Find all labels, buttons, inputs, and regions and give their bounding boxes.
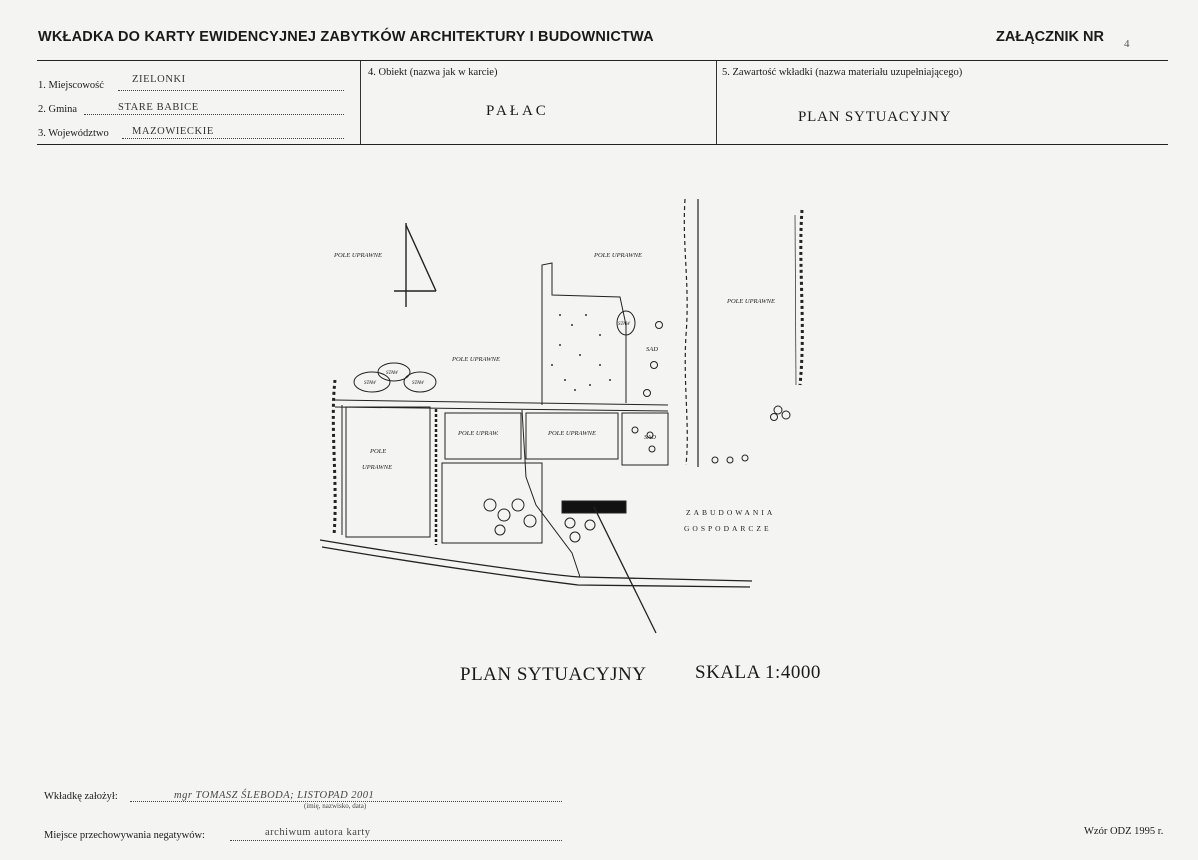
tree-row-east — [683, 198, 804, 467]
label-buildings-2: GOSPODARCZE — [684, 524, 772, 533]
voivodeship-value: MAZOWIECKIE — [132, 126, 214, 137]
form-title: WKŁADKA DO KARTY EWIDENCYJNEJ ZABYTKÓW A… — [38, 29, 654, 45]
label-orchard-2: SAD — [644, 434, 656, 441]
label-field-7: POLE UPRAWNE — [547, 430, 596, 437]
content-label: 5. Zawartość wkładki (nazwa materiału uz… — [722, 67, 963, 78]
label-field-2: POLE UPRAWNE — [593, 252, 642, 259]
commune-value: STARE BABICE — [118, 102, 199, 113]
annex-number: 4 — [1124, 38, 1130, 50]
author-hint: (imię, nazwisko, data) — [304, 802, 367, 810]
top-rule — [37, 60, 1168, 61]
label-field-5b: UPRAWNE — [362, 464, 392, 471]
object-value: PAŁAC — [486, 103, 549, 119]
annex-label: ZAŁĄCZNIK NR — [996, 29, 1104, 45]
form-code: Wzór ODZ 1995 r. — [1084, 826, 1164, 837]
column-divider-2 — [716, 61, 717, 144]
author-value: mgr TOMASZ ŚLEBODA; LISTOPAD 2001 — [174, 790, 375, 801]
commune-label: 2. Gmina — [38, 104, 78, 115]
label-field-3: POLE UPRAWNE — [726, 298, 775, 305]
voivodeship-label: 3. Województwo — [38, 128, 109, 139]
label-pond-3: STAW — [412, 381, 425, 386]
label-pond-4: STAW — [618, 322, 631, 327]
label-field-4: POLE UPRAWNE — [451, 356, 500, 363]
label-buildings-1: ZABUDOWANIA — [686, 508, 775, 517]
label-pond-1: STAW — [364, 381, 377, 386]
locality-label: 1. Miejscowość — [38, 80, 104, 91]
ponds — [353, 310, 636, 393]
label-field-5a: POLE — [369, 448, 386, 455]
locality-value: ZIELONKI — [132, 74, 186, 85]
author-label: Wkładkę założył: — [44, 791, 118, 802]
label-field-1: POLE UPRAWNE — [333, 252, 382, 259]
north-arrow-icon — [394, 223, 437, 307]
label-field-6: POLE UPRAW. — [457, 430, 499, 437]
plan-caption-title: PLAN SYTUACYJNY — [460, 664, 647, 685]
orchard-north-dots — [551, 314, 611, 391]
label-orchard-1: SAD — [646, 346, 658, 353]
site-plan-drawing: POLE UPRAWNE POLE UPRAWNE POLE UPRAWNE P… — [319, 198, 804, 634]
label-pond-2: STAW — [386, 371, 399, 376]
scattered-trees — [631, 321, 791, 464]
park-trees — [483, 498, 596, 543]
object-label: 4. Obiekt (nazwa jak w karcie) — [368, 67, 498, 78]
bottom-rule — [37, 144, 1168, 145]
column-divider-1 — [360, 61, 361, 144]
content-value: PLAN SYTUACYJNY — [798, 109, 952, 125]
storage-label: Miejsce przechowywania negatywów: — [44, 830, 205, 841]
plan-caption-scale: SKALA 1:4000 — [695, 662, 821, 683]
storage-value: archiwum autora karty — [265, 827, 371, 838]
